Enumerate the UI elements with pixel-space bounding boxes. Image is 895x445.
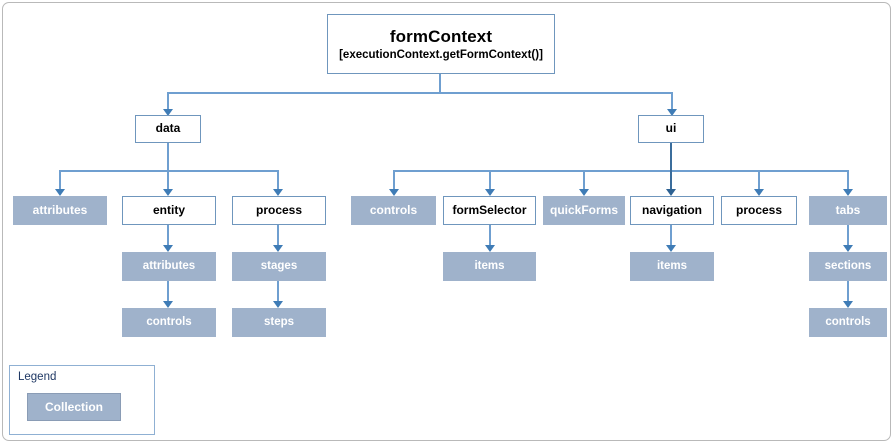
node-sections-controls[interactable]: controls xyxy=(809,308,887,337)
arrow-attributes-controls xyxy=(163,301,173,308)
node-ui-tabs[interactable]: tabs xyxy=(809,196,887,225)
connector-attributes-to-controls xyxy=(167,281,169,303)
connector-ui-to-controls xyxy=(393,170,395,191)
node-entity-attributes-label: attributes xyxy=(142,260,196,273)
node-process-steps-label: steps xyxy=(263,316,295,329)
arrow-ui-formselector xyxy=(485,189,495,196)
connector-data-to-entity xyxy=(167,170,169,191)
connector-root-to-ui xyxy=(671,92,673,112)
node-sections-controls-label: controls xyxy=(825,316,871,329)
arrow-tabs-sections xyxy=(843,245,853,252)
connector-entity-to-attributes xyxy=(167,225,169,247)
connector-ui-to-tabs xyxy=(847,170,849,191)
arrow-to-entity xyxy=(163,189,173,196)
node-ui-label: ui xyxy=(665,121,677,136)
node-ui-navigation-label: navigation xyxy=(641,202,702,217)
node-ui-quickforms-label: quickForms xyxy=(549,202,618,217)
node-ui-controls-label: controls xyxy=(369,202,418,217)
connector-ui-to-quickforms xyxy=(583,170,585,191)
arrow-ui-navigation xyxy=(666,189,676,196)
connector-data-to-process xyxy=(277,170,279,191)
node-tabs-sections-label: sections xyxy=(824,260,872,273)
node-process-steps[interactable]: steps xyxy=(232,308,326,337)
node-process-stages-label: stages xyxy=(260,260,298,273)
node-ui[interactable]: ui xyxy=(638,115,704,143)
arrow-ui-tabs xyxy=(843,189,853,196)
node-formcontext-sublabel: [executionContext.getFormContext()] xyxy=(339,48,543,61)
node-entity-label: entity xyxy=(152,202,185,217)
node-data-attributes-label: attributes xyxy=(32,202,88,217)
arrow-navigation-items xyxy=(666,245,676,252)
connector-ui-down xyxy=(670,143,672,171)
node-ui-controls[interactable]: controls xyxy=(351,196,436,225)
connector-stages-to-steps xyxy=(277,281,279,303)
connector-ui-bus xyxy=(393,170,849,172)
node-entity[interactable]: entity xyxy=(122,196,216,225)
connector-navigation-to-items xyxy=(670,225,672,247)
arrow-formselector-items xyxy=(485,245,495,252)
arrow-ui-controls xyxy=(389,189,399,196)
arrow-stages-steps xyxy=(273,301,283,308)
node-data-process[interactable]: process xyxy=(232,196,326,225)
connector-ui-to-formselector xyxy=(489,170,491,191)
node-navigation-items-label: items xyxy=(656,260,688,273)
node-ui-navigation[interactable]: navigation xyxy=(630,196,714,225)
connector-sections-to-controls xyxy=(847,281,849,303)
connector-data-down xyxy=(167,143,169,171)
node-ui-process[interactable]: process xyxy=(721,196,797,225)
arrow-to-ui xyxy=(667,109,677,116)
legend-collection-swatch: Collection xyxy=(27,393,121,421)
node-data-label: data xyxy=(155,121,181,136)
connector-data-bus xyxy=(59,170,279,172)
arrow-process-stages xyxy=(273,245,283,252)
connector-process-to-stages xyxy=(277,225,279,247)
node-formselector-items[interactable]: items xyxy=(443,252,536,281)
arrow-sections-controls xyxy=(843,301,853,308)
arrow-to-data xyxy=(163,109,173,116)
arrow-ui-quickforms xyxy=(579,189,589,196)
legend-box: Legend Collection xyxy=(9,365,155,435)
connector-ui-to-navigation xyxy=(670,170,672,191)
node-data-process-label: process xyxy=(255,202,303,217)
connector-tabs-to-sections xyxy=(847,225,849,247)
node-formcontext[interactable]: formContext [executionContext.getFormCon… xyxy=(327,14,555,74)
node-ui-process-label: process xyxy=(735,202,783,217)
arrow-entity-attributes xyxy=(163,245,173,252)
node-entity-attributes[interactable]: attributes xyxy=(122,252,216,281)
node-data[interactable]: data xyxy=(135,115,201,143)
node-ui-formselector-label: formSelector xyxy=(452,202,527,217)
node-entity-controls[interactable]: controls xyxy=(122,308,216,337)
node-tabs-sections[interactable]: sections xyxy=(809,252,887,281)
node-ui-formselector[interactable]: formSelector xyxy=(443,196,536,225)
arrow-to-data-attributes xyxy=(55,189,65,196)
connector-root-bus xyxy=(167,92,673,94)
connector-formselector-to-items xyxy=(489,225,491,247)
node-navigation-items[interactable]: items xyxy=(630,252,714,281)
connector-root-down xyxy=(439,74,441,93)
node-process-stages[interactable]: stages xyxy=(232,252,326,281)
node-data-attributes[interactable]: attributes xyxy=(13,196,107,225)
connector-root-to-data xyxy=(167,92,169,112)
node-formselector-items-label: items xyxy=(474,260,505,273)
legend-title: Legend xyxy=(18,371,57,383)
arrow-ui-process xyxy=(754,189,764,196)
arrow-to-data-process xyxy=(273,189,283,196)
connector-data-to-attributes xyxy=(59,170,61,191)
node-entity-controls-label: controls xyxy=(146,316,192,329)
node-ui-tabs-label: tabs xyxy=(835,202,861,217)
node-ui-quickforms[interactable]: quickForms xyxy=(543,196,625,225)
connector-ui-to-process xyxy=(758,170,760,191)
node-formcontext-label: formContext xyxy=(389,26,493,46)
